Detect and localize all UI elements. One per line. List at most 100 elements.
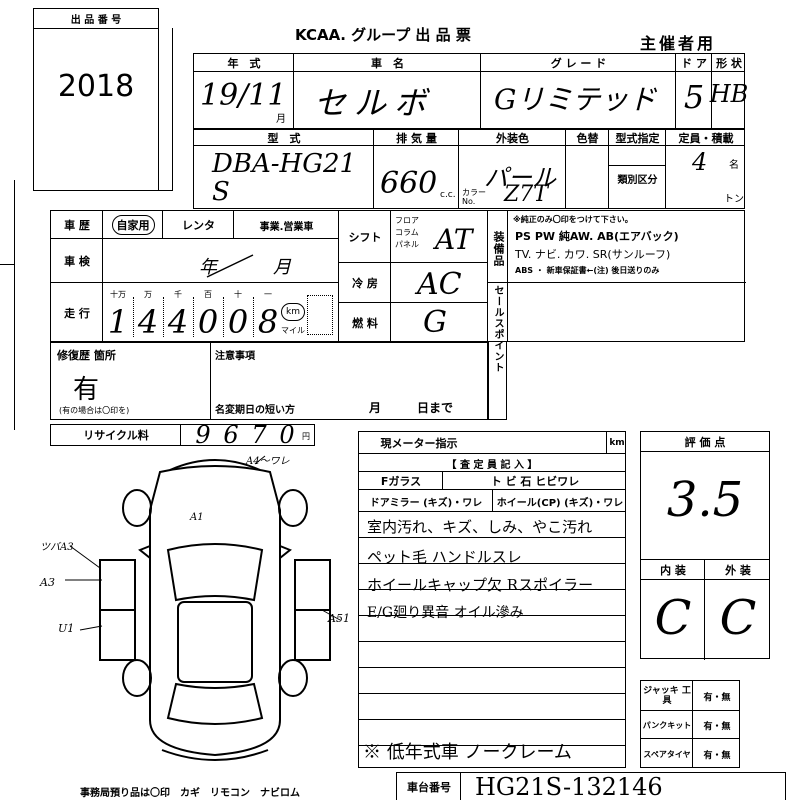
fuel-value: G — [423, 305, 447, 340]
recycle-digit: 7 — [251, 421, 267, 449]
lot-label: 出 品 番 号 — [34, 9, 158, 29]
diagram-mark: ツバA3 — [40, 542, 74, 553]
fglass-options: ト ビ 石 ヒビワレ — [490, 475, 580, 488]
equipment-label: 装備品 — [492, 231, 505, 267]
score-section: 評 価 点 3.5 内 装 外 装 C C — [640, 431, 770, 660]
mileage-unit: 十万 — [110, 290, 126, 299]
mileage-unit: 百 — [204, 290, 212, 299]
color-no-label: カラー No. — [462, 188, 486, 206]
category-label: 類別区分 — [617, 174, 658, 186]
mileage-unit: 万 — [144, 290, 152, 299]
form-title: KCAA. グループ 出 品 票 — [295, 24, 471, 45]
doors-label: ド ア — [681, 57, 707, 70]
recycle-yen: 円 — [302, 432, 310, 441]
repair-label: 修復歴 箇所 — [57, 349, 116, 362]
mileage-extra-box — [307, 295, 333, 335]
color-value: パール — [484, 164, 556, 192]
mileage-digit: 0 — [197, 303, 219, 341]
repair-value: 有 — [73, 375, 100, 405]
capacity-label: 定員・積載 — [678, 132, 734, 145]
diagram-mark: A3 — [40, 576, 55, 589]
recycle-label: リサイクル料 — [83, 429, 149, 442]
fuel-label: 燃 料 — [352, 317, 378, 330]
interior-value: C — [654, 590, 692, 646]
year-label: 年 式 — [227, 57, 261, 70]
note-line: E/G廻り異音 オイル滲み — [367, 605, 524, 621]
spare-tire-label: スペアタイヤ — [643, 749, 691, 759]
vehicle-row-1: 年 式 車 名 グ レ ー ド ド ア 形 状 19/11 月 セルボ Gリミテ… — [193, 53, 749, 129]
mileage-digit: 4 — [137, 303, 159, 341]
chassis-value: HG21S-132146 — [475, 773, 663, 801]
name-change-month: 月 — [369, 401, 382, 415]
recycle-digit: 0 — [279, 421, 295, 449]
meter-km: km — [609, 438, 625, 448]
mileage-mile-label: マイル — [281, 326, 305, 335]
diagram-mark: A1 — [190, 512, 204, 523]
exterior-value: C — [719, 590, 757, 646]
history-business: 事業.営業車 — [259, 221, 314, 233]
grade-value: Gリミテッド — [494, 83, 657, 116]
margin-tick — [0, 264, 14, 265]
equipment-line-3: ABS ・ 新車保証書←(注) 後日送りのみ — [515, 266, 660, 275]
year-month-label: 月 — [276, 114, 286, 125]
cc-unit: c.c. — [440, 190, 456, 200]
mileage-digit: 0 — [227, 303, 249, 341]
title-text: . グループ 出 品 票 — [340, 26, 471, 44]
cooling-label: 冷 房 — [352, 277, 378, 290]
mileage-digit: 8 — [257, 303, 279, 341]
main-section: 車 歴 自家用 レンタ 事業.営業車 車 検 年 月 走 行 十万 万 千 百 … — [50, 210, 746, 373]
interior-label: 内 装 — [660, 564, 686, 577]
name-change-day: 日まで — [417, 401, 454, 415]
displacement-value: 660 — [380, 166, 438, 201]
shape-label: 形 状 — [716, 57, 742, 70]
spare-tire-value: 有・無 — [703, 750, 731, 761]
special-note: ※ 低年式車 ノークレーム — [363, 742, 572, 763]
shift-value: AT — [435, 223, 473, 256]
note-line: ペット毛 ハンドルスレ — [367, 548, 522, 566]
chassis-label: 車台番号 — [407, 780, 451, 794]
notes-ruled-lines — [359, 512, 625, 769]
lot-number: 2018 — [57, 69, 135, 104]
mileage-unit: 十 — [234, 290, 242, 299]
inspector-section: 現メーター指示 km 【 査 定 員 記 入 】 Fガラス ト ビ 石 ヒビワレ… — [358, 431, 626, 769]
recycle-digit: 9 — [195, 421, 211, 449]
lot-number-box: 出 品 番 号 2018 — [33, 8, 159, 191]
mileage-unit: 一 — [264, 290, 272, 299]
diagram-mark: A51 — [328, 612, 350, 625]
footer-note: 事務局預り品は〇印 カギ リモコン ナビロム — [80, 788, 300, 799]
brand-logo: KCAA — [295, 26, 341, 44]
inspection-strike-mark — [206, 254, 254, 278]
history-private: 自家用 — [103, 211, 163, 239]
note-line: 室内汚れ、キズ、しみ、やこ汚れ — [367, 518, 593, 536]
vehicle-row-2: 型 式 排 気 量 外装色 色替 型式指定 定員・積載 類別区分 DBA-HG2… — [193, 129, 745, 209]
score-label: 評 価 点 — [684, 436, 726, 449]
doors-value: 5 — [683, 78, 705, 116]
sales-point-column — [487, 342, 507, 420]
mileage-digit: 4 — [167, 303, 189, 341]
equipment-note: ※純正のみ〇印をつけて下さい。 — [513, 215, 633, 224]
color-label: 外装色 — [496, 132, 529, 145]
shape-value: HB — [709, 80, 749, 108]
recycle-section: リサイクル料 9 6 7 0 円 — [50, 421, 315, 449]
organizer-label: 主催者用 — [640, 34, 717, 53]
inspection-year-label: 年 — [199, 257, 217, 278]
repair-notice-section: 修復歴 箇所 有 (有の場合は〇印を) 注意事項 名変期日の短い方 月 日まで — [50, 342, 489, 420]
model-designation-label: 型式指定 — [615, 132, 660, 145]
mileage-digits: 十万 万 千 百 十 一 1 4 4 0 0 8 — [103, 283, 283, 343]
mileage-km-circled: km — [281, 303, 305, 321]
score-value: 3.5 — [666, 472, 744, 528]
history-label: 車 歴 — [64, 219, 90, 232]
inspection-label: 車 検 — [64, 255, 90, 268]
shift-options: フロア コラム パネル — [395, 216, 419, 249]
recycle-digit: 6 — [223, 421, 239, 449]
color-change-label: 色替 — [576, 132, 599, 145]
puncture-kit-label: パンクキット — [642, 720, 692, 730]
mileage-unit: 千 — [174, 290, 182, 299]
wheel-label: ホイール(CP) (キズ)・ワレ — [496, 497, 624, 509]
capacity-value: 4 — [692, 148, 708, 176]
inspection-month-label: 月 — [273, 257, 291, 278]
name-change-label: 名変期日の短い方 — [215, 405, 295, 416]
history-rental: レンタ — [182, 219, 215, 232]
exterior-label: 外 装 — [725, 564, 751, 577]
year-value: 19/11 — [200, 78, 287, 113]
